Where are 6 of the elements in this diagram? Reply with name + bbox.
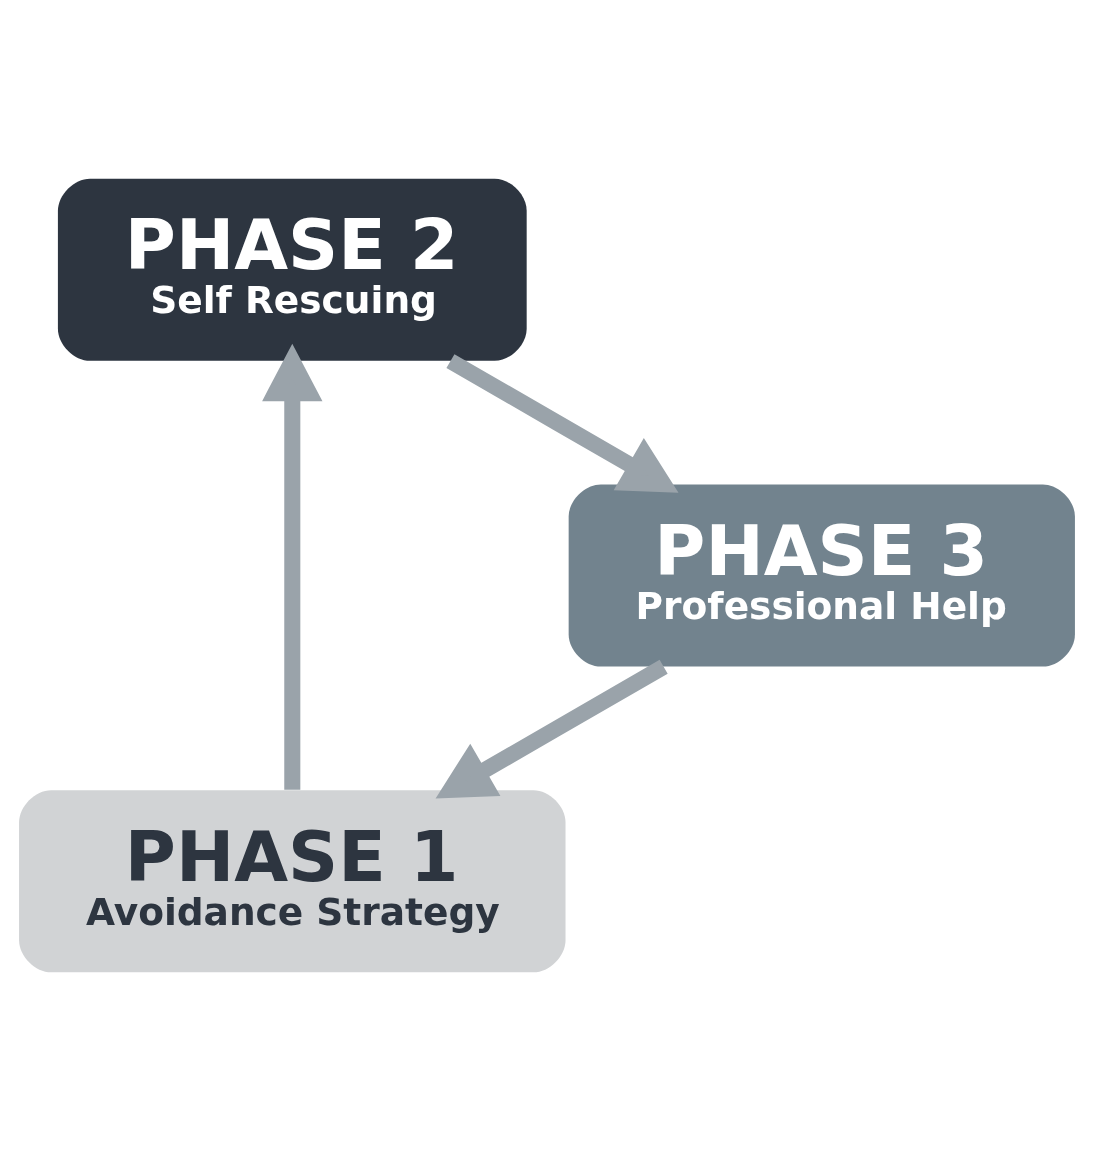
node-box: PHASE 2 Self Rescuing <box>57 178 527 361</box>
node-box: PHASE 3 Professional Help <box>568 484 1075 667</box>
node-box: PHASE 1 Avoidance Strategy <box>19 790 566 973</box>
arrow <box>262 343 323 790</box>
arrow <box>435 659 668 799</box>
arrow <box>446 354 679 493</box>
